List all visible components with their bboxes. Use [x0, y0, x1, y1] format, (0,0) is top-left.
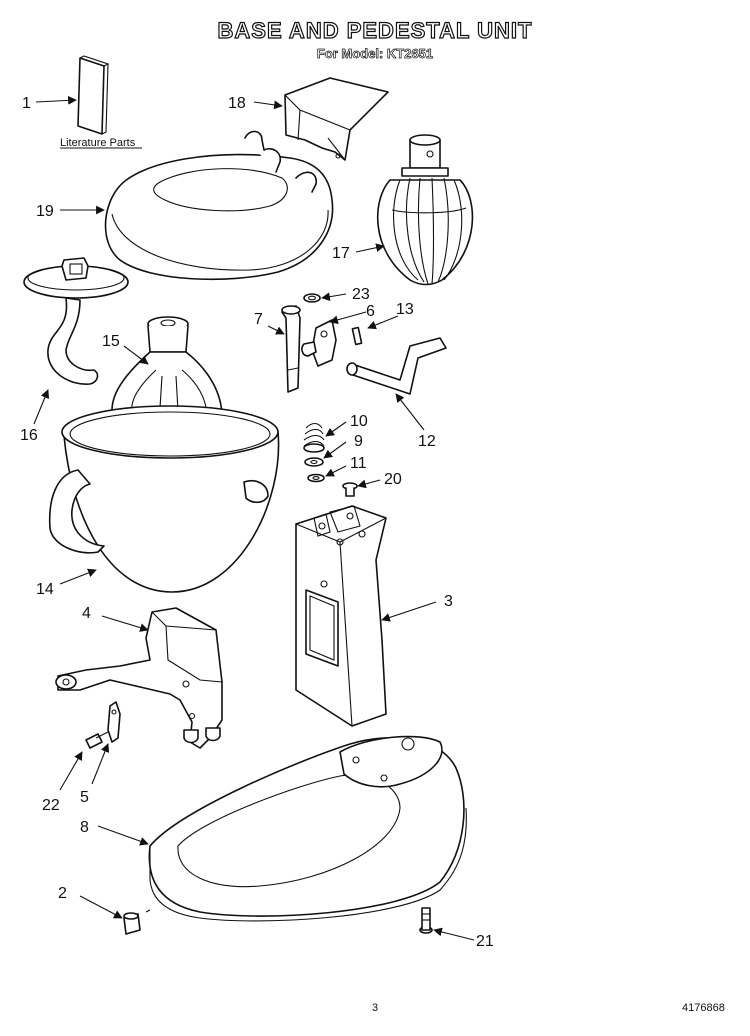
part-spring	[303, 422, 325, 453]
callout-11: 11	[350, 455, 367, 472]
part-dough-hook	[23, 257, 129, 385]
callout-19: 19	[36, 203, 54, 220]
callout-labels: 1 18 19 17 23 7 6 13 15 16 10 9 11 12 20…	[20, 95, 494, 950]
callout-4: 4	[82, 605, 91, 622]
callout-18: 18	[228, 95, 246, 112]
part-base	[148, 735, 467, 922]
part-screw-base	[419, 907, 433, 934]
part-pouring-shield-chute	[284, 77, 389, 161]
leader-lines	[33, 96, 475, 941]
callout-17: 17	[332, 245, 350, 262]
part-spring-clip	[107, 701, 121, 743]
part-wire-whip	[376, 134, 474, 286]
part-literature-booklet	[60, 55, 142, 149]
document-code: 4176868	[682, 1002, 725, 1014]
part-bowl-shield-cover	[104, 130, 334, 281]
callout-9: 9	[354, 433, 363, 450]
part-washer	[304, 457, 324, 467]
callout-6: 6	[366, 303, 375, 320]
callout-22: 22	[42, 797, 60, 814]
callout-12: 12	[418, 433, 436, 450]
callout-14: 14	[36, 581, 54, 598]
part-pedestal-column	[295, 505, 387, 727]
callout-16: 16	[20, 427, 38, 444]
callout-1: 1	[22, 95, 31, 112]
callout-21: 21	[476, 933, 494, 950]
part-lock-washer	[307, 473, 325, 483]
callout-7: 7	[254, 311, 263, 328]
part-mixing-bowl	[48, 405, 280, 593]
part-retaining-ring	[303, 293, 321, 303]
callout-15: 15	[102, 333, 120, 350]
callout-3: 3	[444, 593, 453, 610]
callout-13: 13	[396, 301, 414, 318]
callout-5: 5	[80, 789, 89, 806]
callout-10: 10	[350, 413, 368, 430]
callout-2: 2	[58, 885, 67, 902]
part-screw-upper	[342, 482, 358, 497]
callout-8: 8	[80, 819, 89, 836]
part-hinge-pin	[281, 305, 301, 393]
part-bracket	[301, 319, 337, 367]
callout-23: 23	[352, 286, 370, 303]
part-roll-pin	[351, 326, 363, 346]
model-subtitle: For Model: KT2651	[316, 46, 434, 62]
diagram-title: BASE AND PEDESTAL UNIT	[217, 17, 533, 43]
page-number: 3	[372, 1002, 379, 1014]
part-bowl-clamp-plate	[55, 607, 223, 749]
part-rubber-foot	[123, 909, 151, 935]
callout-20: 20	[384, 471, 402, 488]
part-screw-lower-left	[85, 731, 109, 749]
part-locking-lever	[346, 337, 447, 395]
literature-parts-label: Literature Parts	[60, 137, 136, 149]
